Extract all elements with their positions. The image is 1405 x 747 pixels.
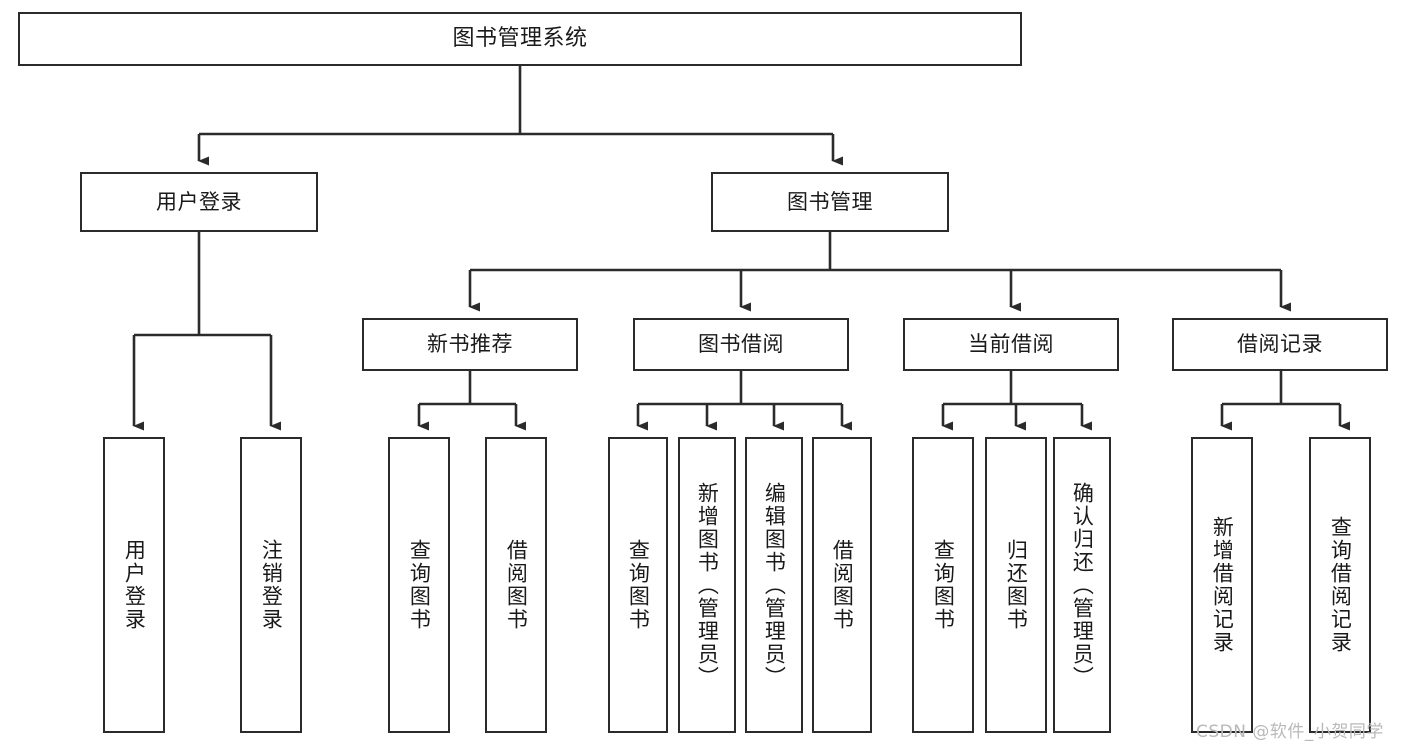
leaf-query-book-recommend[interactable]: 查询图书 — [388, 437, 450, 733]
leaf-user-login[interactable]: 用户登录 — [103, 437, 165, 733]
leaf-return-book[interactable]: 归还图书 — [985, 437, 1047, 733]
node-book-borrow[interactable]: 图书借阅 — [633, 318, 849, 371]
csdn-watermark: CSDN @软件_小贺同学 — [1196, 722, 1384, 742]
node-label: 注销登录 — [259, 539, 284, 631]
node-label: 当前借阅 — [968, 332, 1054, 357]
node-label: 借阅图书 — [504, 539, 529, 631]
leaf-add-book-admin[interactable]: 新增图书（管理员） — [678, 437, 736, 733]
node-label: 查询借阅记录 — [1328, 516, 1353, 654]
leaf-query-book-borrow[interactable]: 查询图书 — [608, 437, 668, 733]
node-label: 编辑图书（管理员） — [762, 481, 787, 689]
edges-book-manage-level3 — [468, 232, 1291, 312]
node-label: 确认归还（管理员） — [1070, 481, 1095, 689]
edges-user-login-leaves — [132, 232, 281, 431]
node-label: 用户登录 — [156, 189, 242, 214]
edges-current-borrow-leaves — [941, 371, 1092, 431]
edges-book-borrow-leaves — [636, 371, 852, 431]
leaf-logout-login[interactable]: 注销登录 — [240, 437, 302, 733]
edges-borrow-record-leaves — [1220, 371, 1350, 431]
node-label: 用户登录 — [122, 539, 147, 631]
leaf-query-book-current[interactable]: 查询图书 — [912, 437, 974, 733]
node-label: 归还图书 — [1004, 539, 1029, 631]
node-label: 图书管理系统 — [452, 26, 588, 52]
node-label: 新书推荐 — [427, 332, 513, 357]
node-root-book-management-system[interactable]: 图书管理系统 — [18, 12, 1022, 66]
node-label: 图书管理 — [787, 189, 873, 214]
leaf-query-borrow-record[interactable]: 查询借阅记录 — [1309, 437, 1371, 733]
leaf-borrow-book-recommend[interactable]: 借阅图书 — [485, 437, 547, 733]
node-current-borrow[interactable]: 当前借阅 — [903, 318, 1119, 371]
node-label: 查询图书 — [626, 539, 651, 631]
node-label: 查询图书 — [407, 539, 432, 631]
edges-new-book-recommend-leaves — [417, 371, 526, 431]
leaf-confirm-return-admin[interactable]: 确认归还（管理员） — [1053, 437, 1111, 733]
leaf-add-borrow-record[interactable]: 新增借阅记录 — [1191, 437, 1253, 733]
leaf-edit-book-admin[interactable]: 编辑图书（管理员） — [745, 437, 803, 733]
leaf-borrow-book[interactable]: 借阅图书 — [812, 437, 872, 733]
node-label: 借阅图书 — [830, 539, 855, 631]
node-label: 新增借阅记录 — [1210, 516, 1235, 654]
node-borrow-record[interactable]: 借阅记录 — [1172, 318, 1388, 371]
node-book-management[interactable]: 图书管理 — [711, 172, 949, 232]
node-new-book-recommend[interactable]: 新书推荐 — [362, 318, 578, 371]
node-label: 新增图书（管理员） — [695, 481, 720, 689]
node-label: 图书借阅 — [698, 332, 784, 357]
node-label: 查询图书 — [931, 539, 956, 631]
edges-root-level2 — [197, 66, 843, 166]
node-label: 借阅记录 — [1237, 332, 1323, 357]
node-user-login[interactable]: 用户登录 — [80, 172, 318, 232]
